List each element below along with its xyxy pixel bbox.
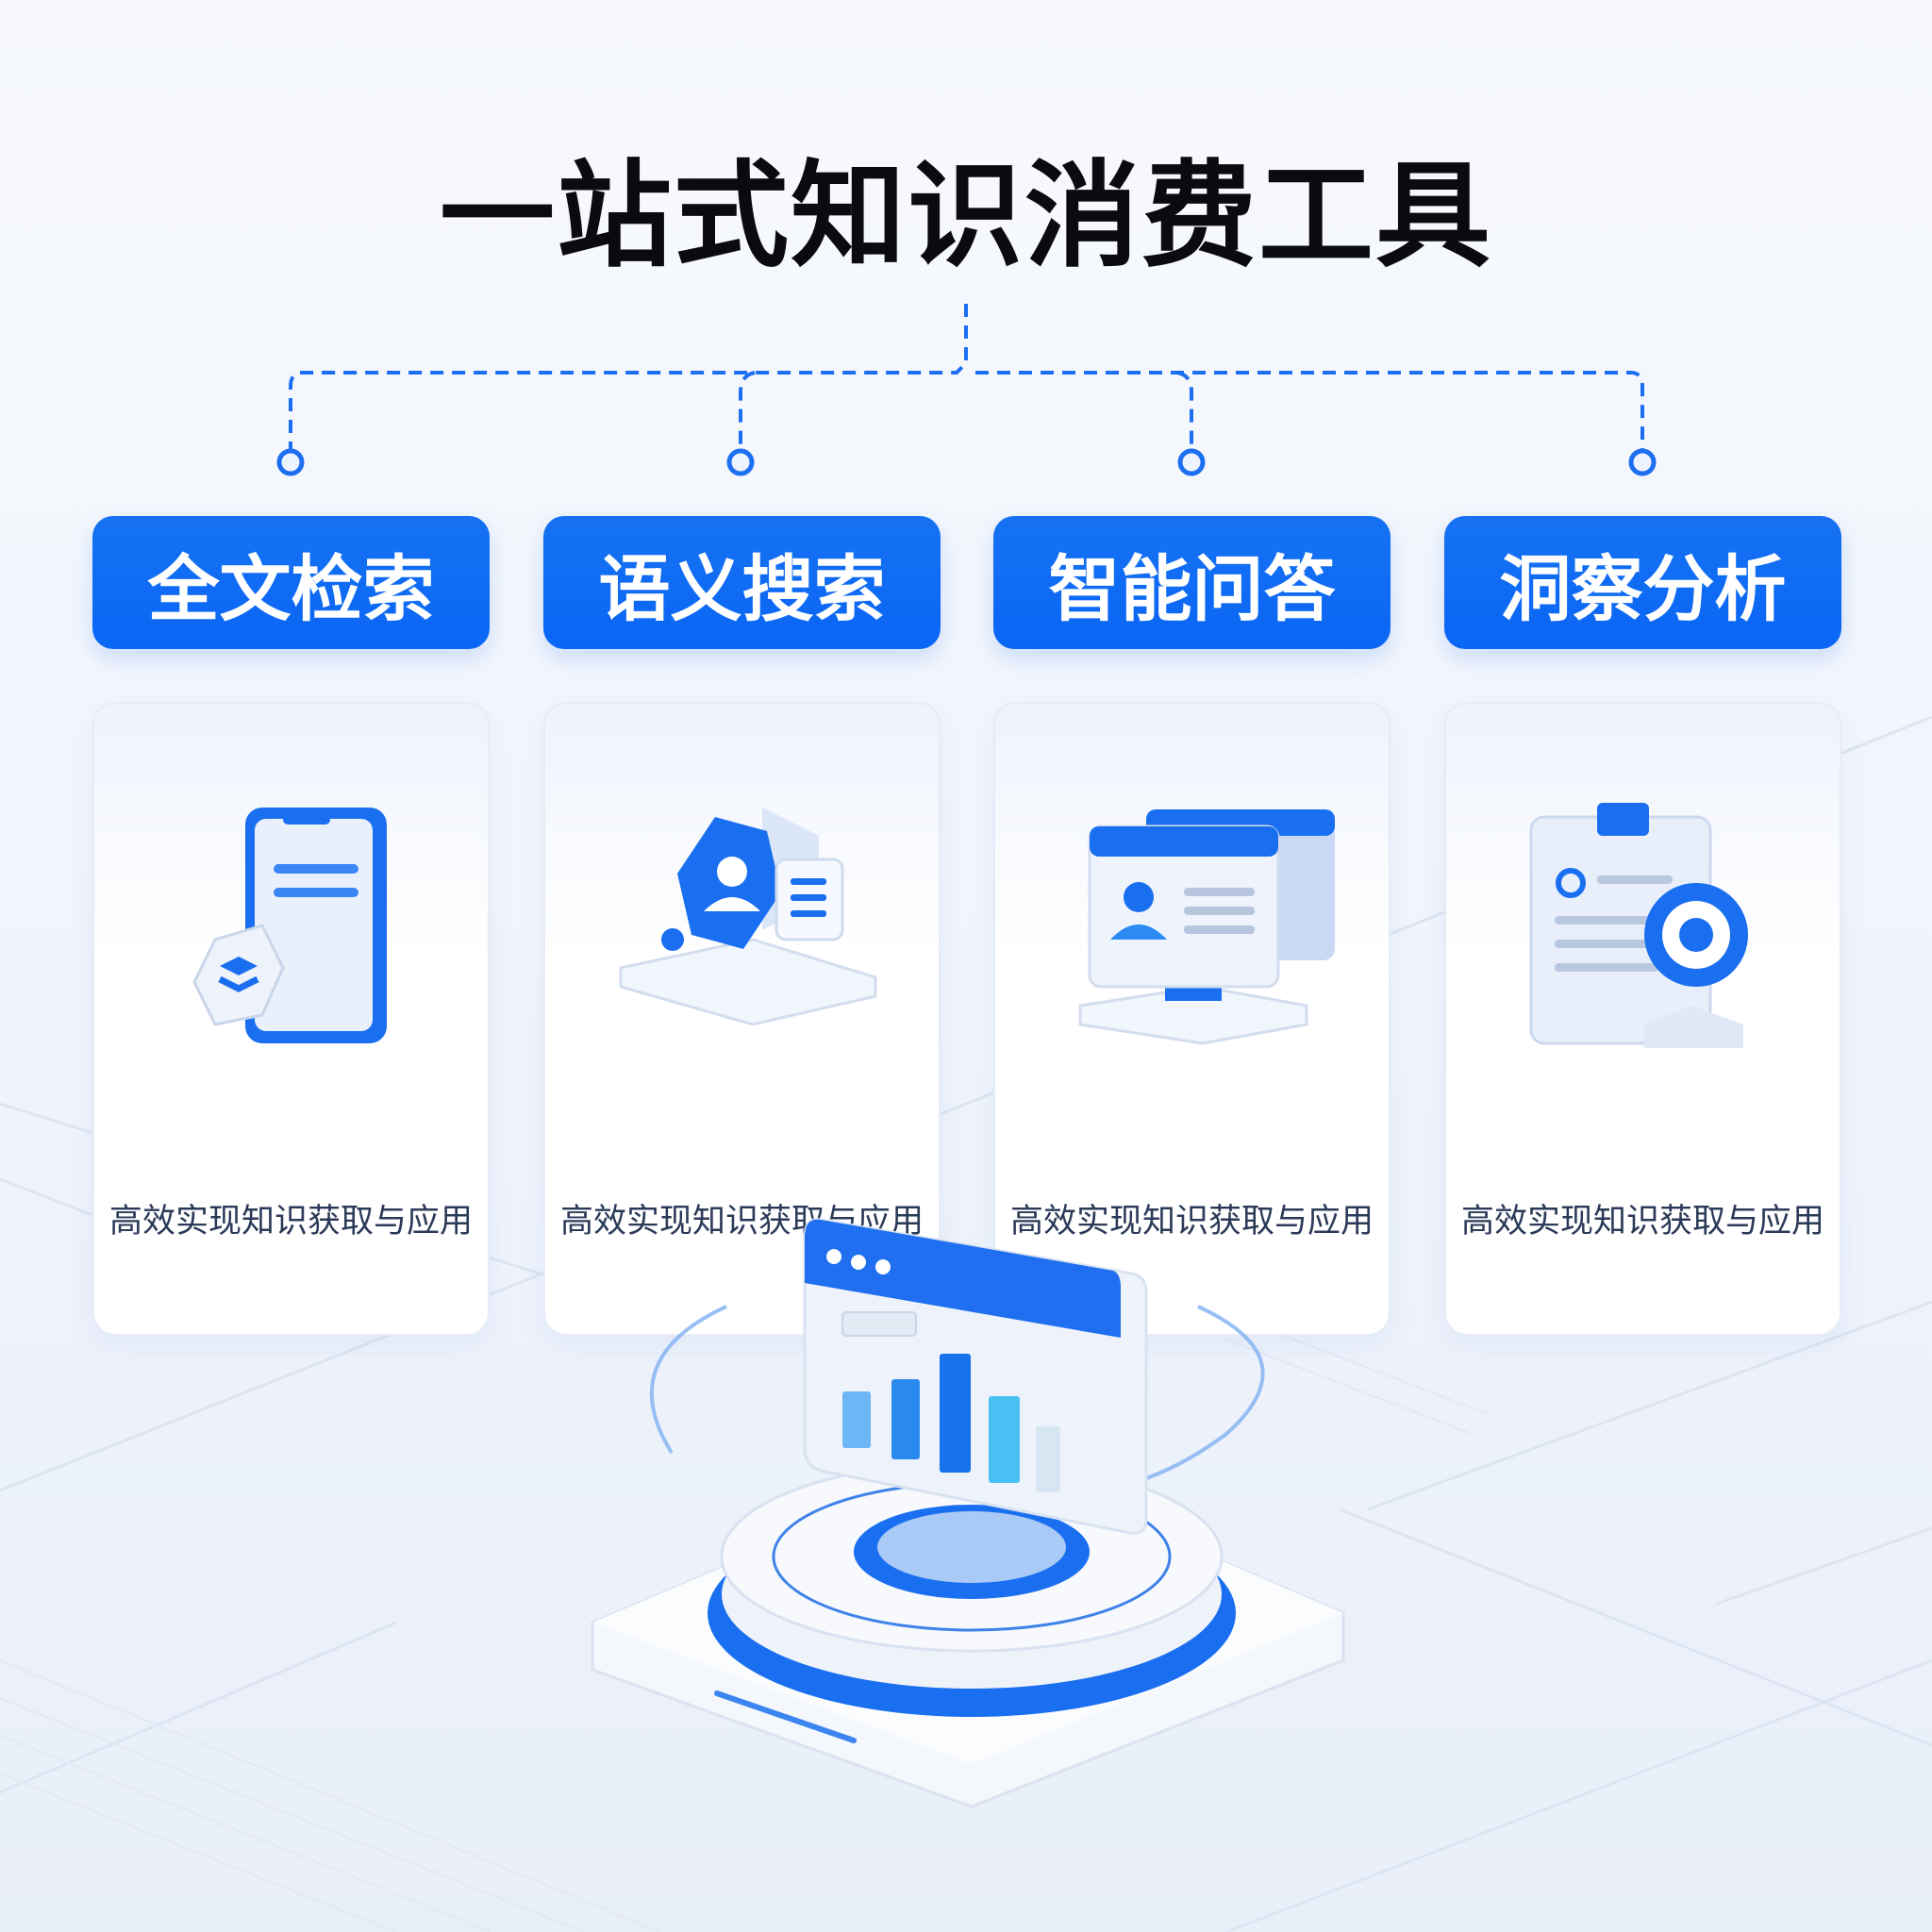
monitor-profile-icon <box>1078 809 1335 1045</box>
feature-card-semantic-search[interactable]: 高效实现知识获取与应用 <box>543 702 941 1336</box>
feature-label-smart-qa[interactable]: 智能问答 <box>993 516 1391 649</box>
feature-description: 高效实现知识获取与应用 <box>1460 1203 1824 1241</box>
feature-description: 高效实现知识获取与应用 <box>559 1203 924 1241</box>
page-title: 一站式知识消费工具 <box>440 149 1492 283</box>
feature-label-full-text-search[interactable]: 全文检索 <box>92 516 490 649</box>
feature-card-full-text-search[interactable]: 高效实现知识获取与应用 <box>92 702 490 1336</box>
clipboard-target-icon <box>1529 803 1748 1048</box>
feature-label-semantic-search[interactable]: 语义搜索 <box>543 516 941 649</box>
feature-description: 高效实现知识获取与应用 <box>108 1203 473 1241</box>
feature-card-smart-qa[interactable]: 高效实现知识获取与应用 <box>993 702 1391 1336</box>
feature-label-insight-analysis[interactable]: 洞察分析 <box>1444 516 1841 649</box>
user-hexagon-icon <box>619 808 877 1026</box>
mobile-document-icon <box>192 808 387 1043</box>
feature-description: 高效实现知识获取与应用 <box>1009 1203 1374 1241</box>
feature-card-insight-analysis[interactable]: 高效实现知识获取与应用 <box>1444 702 1841 1336</box>
